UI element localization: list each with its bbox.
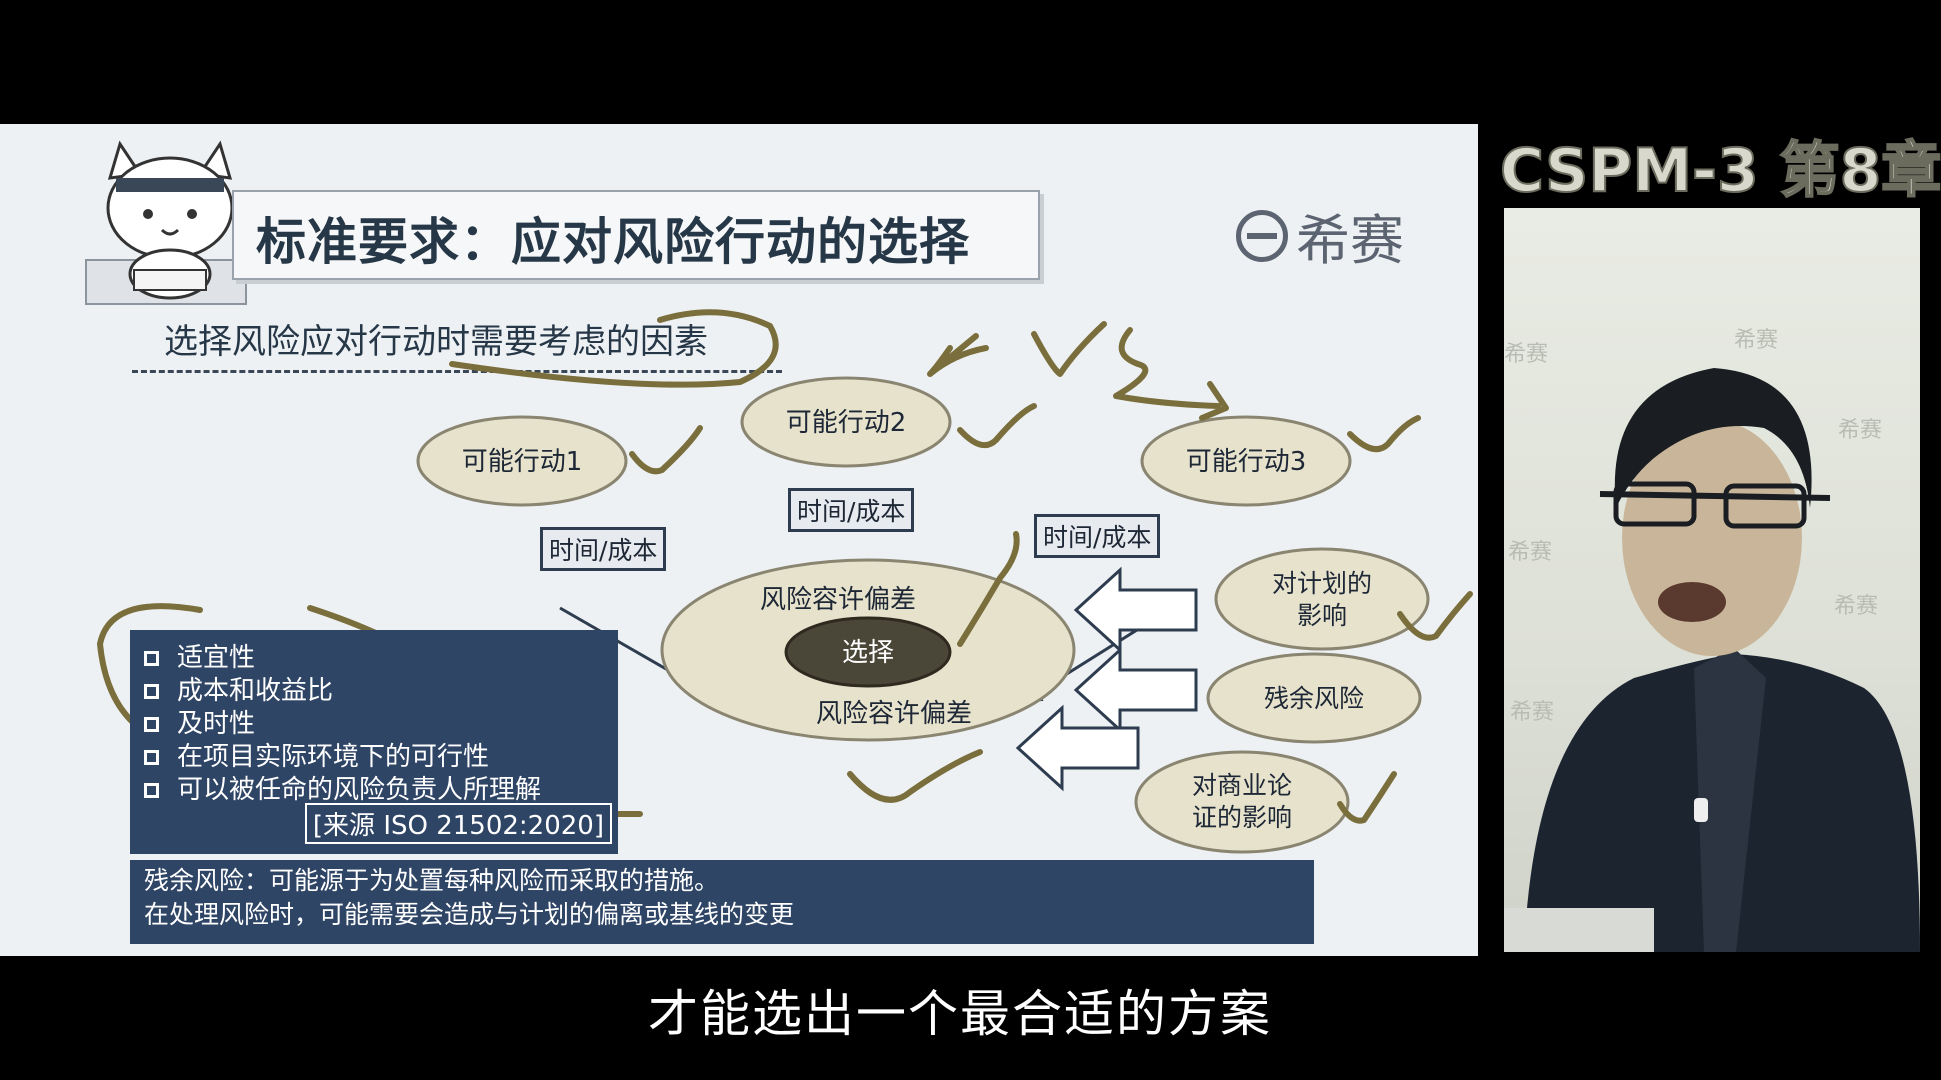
brand: 希赛 (1236, 196, 1404, 275)
factor-item: 成本和收益比 (144, 675, 618, 708)
impact-business-node (1134, 750, 1350, 854)
impact-business-line1: 对商业论 (1192, 771, 1292, 800)
impact-business-line2: 证的影响 (1192, 803, 1292, 832)
brand-logo-icon (1236, 209, 1288, 262)
time-cost-tag-3: 时间/成本 (1034, 514, 1161, 558)
factor-item: 可以被任命的风险负责人所理解 (144, 774, 618, 807)
impact-residual-label: 残余风险 (1264, 684, 1364, 713)
residual-risk-note: 残余风险：可能源于为处置每种风险而采取的措施。 在处理风险时，可能需要会造成与计… (130, 860, 1314, 944)
action3-node (1140, 415, 1352, 507)
watermark: 希赛 (1508, 540, 1553, 565)
checkbox-icon (144, 750, 159, 765)
residual-note-line1: 残余风险：可能源于为处置每种风险而采取的措施。 (144, 866, 720, 895)
slide-title: 标准要求：应对风险行动的选择 (256, 213, 970, 271)
title-frame (232, 190, 1040, 280)
factor-item: 及时性 (144, 708, 618, 741)
slide-subtitle: 选择风险应对行动时需要考虑的因素 (164, 322, 708, 362)
block-arrow-business (1015, 704, 1140, 792)
slide: 标准要求：应对风险行动的选择 希赛 选择风险应对行动时需要考虑的因素 风险容许偏… (0, 124, 1478, 956)
subtitle-underline (132, 370, 782, 373)
choose-label: 选择 (842, 638, 894, 668)
action1-label: 可能行动1 (462, 447, 583, 477)
factor-item: 适宜性 (144, 642, 618, 675)
action1-node (416, 415, 628, 507)
presenter-video: 希赛 希赛 希赛 希赛 希赛 希赛 (1504, 208, 1920, 952)
checkbox-icon (144, 651, 159, 666)
residual-note-line2: 在处理风险时，可能需要会造成与计划的偏离或基线的变更 (144, 900, 795, 929)
presenter-figure (1504, 368, 1920, 952)
time-cost-tag-2: 时间/成本 (788, 488, 915, 532)
watermark: 希赛 (1504, 342, 1549, 367)
factors-source: [来源 ISO 21502:2020] (304, 803, 612, 844)
action2-node (740, 376, 952, 468)
factor-label: 可以被任命的风险负责人所理解 (177, 775, 542, 805)
impact-plan-line1: 对计划的 (1272, 569, 1372, 598)
tolerance-top-label: 风险容许偏差 (760, 585, 916, 615)
block-arrow-residual (1073, 646, 1198, 734)
action3-label: 可能行动3 (1186, 447, 1307, 477)
checkbox-icon (144, 783, 159, 798)
chapter-title: CSPM-3 第8章 (1499, 135, 1941, 207)
checkbox-icon (144, 684, 159, 699)
factor-label: 适宜性 (177, 643, 256, 673)
brand-name: 希赛 (1296, 209, 1404, 272)
subtitle-caption: 才能选出一个最合适的方案 (648, 985, 1272, 1043)
factor-label: 成本和收益比 (177, 676, 334, 706)
time-cost-tag-1: 时间/成本 (540, 527, 667, 571)
block-arrow-plan (1073, 566, 1198, 654)
watermark: 希赛 (1734, 328, 1779, 353)
factors-box: 适宜性 成本和收益比 及时性 在项目实际环境下的可行性 可以被任命的风险负责人所… (130, 630, 618, 854)
factor-item: 在项目实际环境下的可行性 (144, 741, 618, 774)
impact-plan-node (1214, 547, 1430, 651)
factor-label: 在项目实际环境下的可行性 (177, 742, 490, 772)
action2-label: 可能行动2 (786, 408, 907, 438)
tolerance-bottom-label: 风险容许偏差 (816, 699, 972, 729)
watermark: 希赛 (1834, 594, 1879, 619)
impact-plan-line2: 影响 (1297, 601, 1347, 630)
factor-label: 及时性 (177, 709, 256, 739)
checkbox-icon (144, 717, 159, 732)
watermark: 希赛 (1838, 418, 1883, 443)
impact-residual-node (1206, 652, 1422, 744)
watermark: 希赛 (1510, 700, 1555, 725)
choose-ellipse (784, 616, 952, 688)
